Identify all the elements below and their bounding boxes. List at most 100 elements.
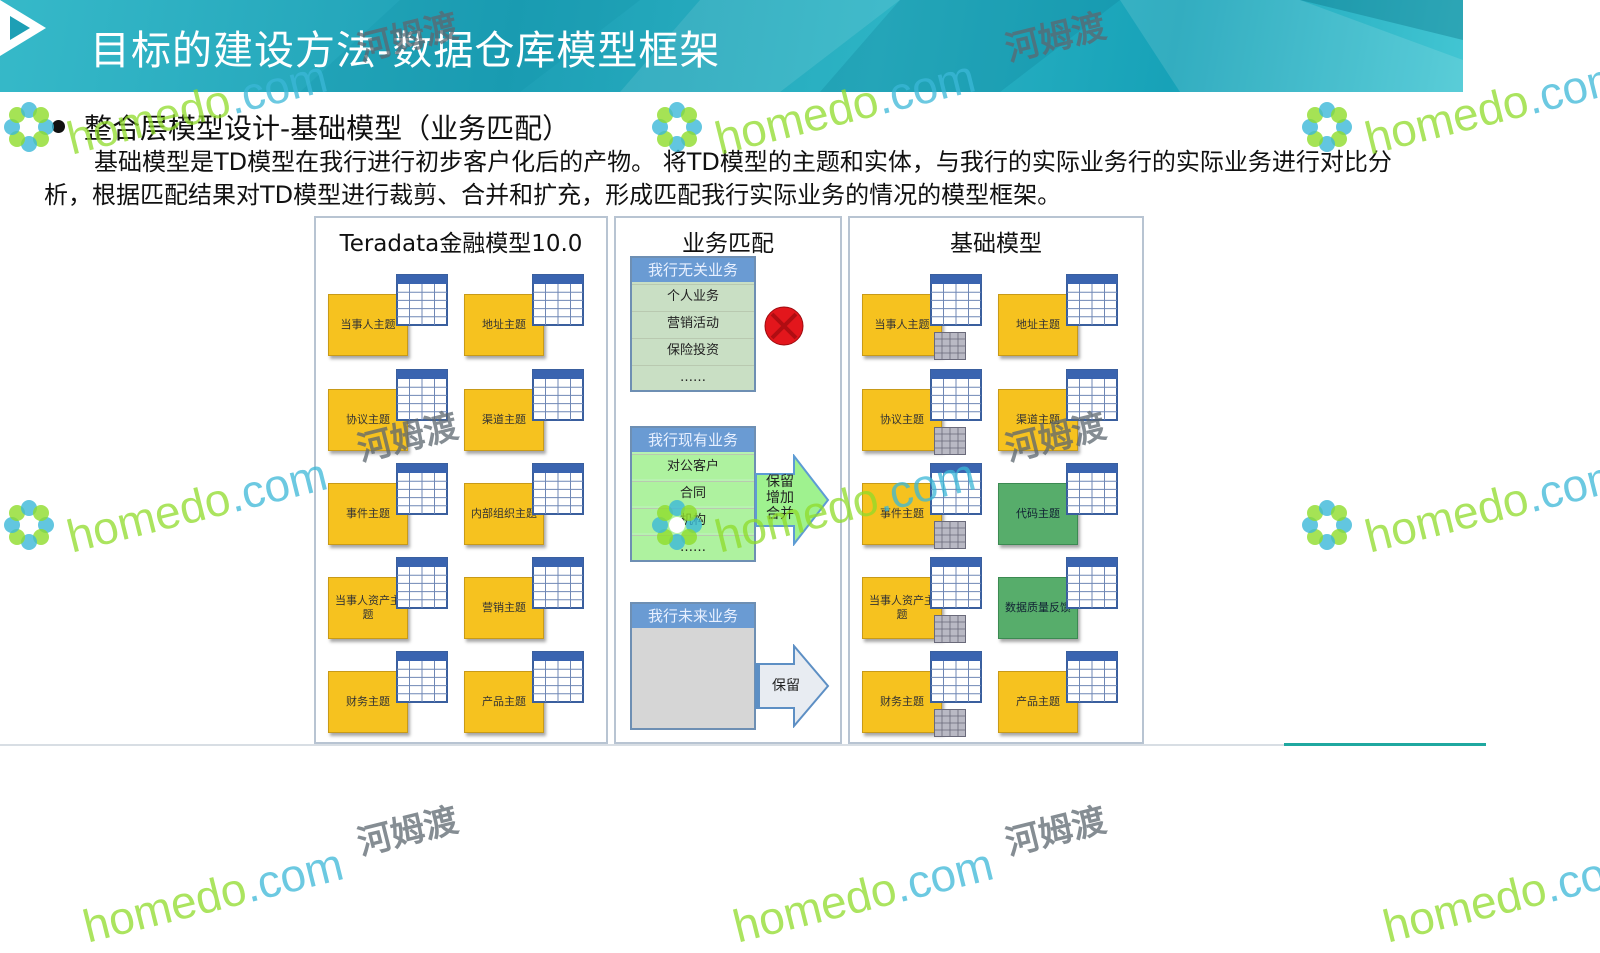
subject-entity: 数据质量反馈 — [998, 557, 1118, 647]
list-item: 保险投资 — [632, 338, 754, 363]
subject-entity: 地址主题 — [464, 274, 584, 364]
bullet-icon — [52, 120, 65, 133]
table-icon — [532, 369, 584, 421]
watermark-logo — [1298, 496, 1356, 558]
unrelated-business-list: 我行无关业务 个人业务 营销活动 保险投资 …… — [630, 256, 756, 392]
list-header: 我行现有业务 — [632, 428, 754, 452]
entity-label: 代码主题 — [998, 483, 1078, 545]
keep-add-merge-label: 保留增加合并 — [766, 474, 794, 522]
table-icon — [396, 369, 448, 421]
table-icon — [532, 463, 584, 515]
table-icon — [1066, 369, 1118, 421]
subject-entity: 产品主题 — [464, 651, 584, 741]
table-icon — [1066, 557, 1118, 609]
subject-entity: 当事人主题 — [862, 274, 982, 364]
mini-table-icon — [934, 615, 966, 643]
entity-label: 当事人主题 — [862, 294, 942, 356]
subject-entity: 代码主题 — [998, 463, 1118, 553]
keep-add-merge-arrow-icon — [755, 454, 830, 546]
watermark-domain-text: .com — [1538, 837, 1600, 913]
base-model-panel: 基础模型 当事人主题地址主题协议主题渠道主题事件主题代码主题当事人资产主题数据质… — [848, 216, 1144, 744]
subject-entity: 财务主题 — [328, 651, 448, 741]
bottom-accent-bar — [1284, 743, 1486, 746]
intro-paragraph: 基础模型是TD模型在我行进行初步客户化后的产物。 将TD模型的主题和实体，与我行… — [44, 148, 1392, 209]
list-item: …… — [632, 365, 754, 390]
list-item: 机构 — [632, 508, 754, 533]
watermark-domain-text: .com — [238, 837, 349, 913]
mini-table-icon — [934, 427, 966, 455]
entity-label: 事件主题 — [328, 483, 408, 545]
entity-label: 产品主题 — [464, 671, 544, 733]
keep-arrow-icon — [755, 644, 830, 728]
table-icon — [930, 274, 982, 326]
entity-label: 财务主题 — [328, 671, 408, 733]
entity-label: 产品主题 — [998, 671, 1078, 733]
table-icon — [1066, 651, 1118, 703]
table-icon — [930, 463, 982, 515]
watermark-flower-icon — [4, 500, 54, 550]
subject-entity: 协议主题 — [862, 369, 982, 459]
entity-label: 当事人资产主题 — [862, 577, 942, 639]
subject-entity: 产品主题 — [998, 651, 1118, 741]
watermark-brand: homedo.com — [1377, 837, 1600, 953]
list-item: 营销活动 — [632, 311, 754, 336]
watermark-brand: homedo.com — [61, 447, 333, 564]
watermark-domain-text: .com — [1520, 49, 1600, 125]
list-item: 个人业务 — [632, 284, 754, 309]
panel-title: Teradata金融模型10.0 — [339, 231, 583, 257]
watermark-brand-text: homedo — [1377, 861, 1552, 953]
table-icon — [930, 651, 982, 703]
subject-entity: 事件主题 — [328, 463, 448, 553]
watermark-brand-text: homedo — [61, 471, 236, 563]
table-icon — [396, 651, 448, 703]
table-icon — [1066, 274, 1118, 326]
entity-label: 渠道主题 — [998, 389, 1078, 451]
subject-entity: 渠道主题 — [464, 369, 584, 459]
list-header: 我行未来业务 — [632, 604, 754, 628]
table-icon — [396, 463, 448, 515]
watermark-flower-icon — [1302, 500, 1352, 550]
watermark-brand: homedo.com — [727, 837, 999, 953]
watermark-brand-text: homedo — [1359, 471, 1534, 563]
entity-label: 内部组织主题 — [464, 483, 544, 545]
keep-label: 保留 — [772, 678, 800, 694]
watermark-cn-text: 河姆渡 — [353, 800, 463, 864]
entity-label: 当事人主题 — [328, 294, 408, 356]
section-subtitle: 整合层模型设计-基础模型（业务匹配） — [84, 112, 571, 145]
subject-entity: 当事人资产主题 — [862, 557, 982, 647]
bottom-divider — [0, 744, 1486, 746]
entity-label: 协议主题 — [862, 389, 942, 451]
watermark-brand-text: homedo — [77, 861, 252, 953]
panel-title: 基础模型 — [950, 231, 1042, 257]
table-icon — [396, 274, 448, 326]
subject-entity: 协议主题 — [328, 369, 448, 459]
entity-label: 财务主题 — [862, 671, 942, 733]
subject-entity: 当事人主题 — [328, 274, 448, 364]
title-banner: 目标的建设方法-数据仓库模型框架 — [0, 0, 1463, 92]
watermark-domain-text: .com — [1520, 447, 1600, 523]
table-icon — [532, 274, 584, 326]
watermark-brand-text: homedo — [727, 861, 902, 953]
mini-table-icon — [934, 709, 966, 737]
subject-entity: 当事人资产主题 — [328, 557, 448, 647]
list-item: 合同 — [632, 481, 754, 506]
entity-label: 数据质量反馈 — [998, 577, 1078, 639]
mini-table-icon — [934, 332, 966, 360]
page-title: 目标的建设方法-数据仓库模型框架 — [90, 28, 721, 74]
table-icon — [930, 369, 982, 421]
watermark-cn-text: 河姆渡 — [1001, 800, 1111, 864]
entity-label: 当事人资产主题 — [328, 577, 408, 639]
subject-entity: 营销主题 — [464, 557, 584, 647]
panel-title: 业务匹配 — [682, 231, 774, 257]
subject-entity: 财务主题 — [862, 651, 982, 741]
watermark-brand: homedo.com — [77, 837, 349, 953]
list-item: …… — [632, 535, 754, 560]
table-icon — [396, 557, 448, 609]
subject-entity: 地址主题 — [998, 274, 1118, 364]
entity-label: 地址主题 — [998, 294, 1078, 356]
table-icon — [532, 557, 584, 609]
list-item: 对公客户 — [632, 454, 754, 479]
list-header: 我行无关业务 — [632, 258, 754, 282]
watermark-domain-text: .com — [888, 837, 999, 913]
watermark-brand: homedo.com — [1359, 447, 1600, 564]
